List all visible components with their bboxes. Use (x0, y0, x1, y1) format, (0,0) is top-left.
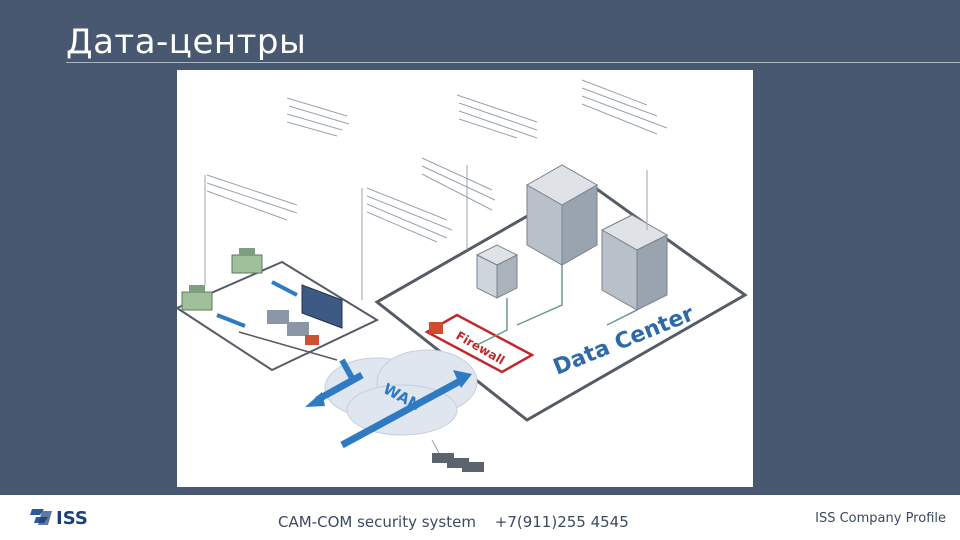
callout-block-1 (286, 97, 350, 137)
callout-block-4 (206, 174, 298, 221)
wan-arrow-top (339, 358, 355, 380)
iss-logo-icon: ISS (30, 508, 88, 529)
workstation-2 (181, 285, 213, 311)
link-arrow-1 (271, 280, 298, 297)
data-center-diagram: Firewall Data Center (177, 70, 753, 487)
server-rack-small (475, 244, 519, 299)
server-rack-right (600, 214, 669, 311)
wan-arrow-to-operators (315, 371, 364, 404)
camera-group (431, 439, 484, 472)
diagram-svg: Firewall Data Center (177, 79, 748, 472)
video-wall (301, 284, 343, 329)
workstation-1 (231, 248, 263, 274)
wan-arrow-to-datacenter (340, 376, 464, 449)
callout-block-5 (366, 187, 453, 243)
area-connector-line (238, 331, 338, 361)
company-profile-label: ISS Company Profile (815, 511, 946, 526)
title-divider (66, 62, 960, 63)
iss-logo: ISS (30, 505, 92, 529)
callout-block-3 (581, 79, 668, 135)
firewall-icon (429, 322, 443, 334)
footer-contact: CAM-COM security system +7(911)255 4545 (278, 513, 643, 531)
callout-block-2 (456, 94, 538, 139)
footer: ISS CAM-COM security system +7(911)255 4… (0, 495, 960, 540)
iss-logo-text: ISS (56, 508, 88, 529)
slide-title: Дата-центры (66, 22, 307, 62)
network-line-3 (606, 309, 638, 326)
operator-desks (267, 310, 319, 345)
network-line-2 (516, 265, 563, 326)
company-system: CAM-COM security system (278, 513, 476, 531)
callout-block-6 (421, 157, 496, 211)
phone-number: +7(911)255 4545 (494, 513, 629, 531)
link-arrow-2 (216, 313, 246, 328)
server-rack-large (525, 164, 599, 266)
network-line-1 (476, 298, 508, 346)
